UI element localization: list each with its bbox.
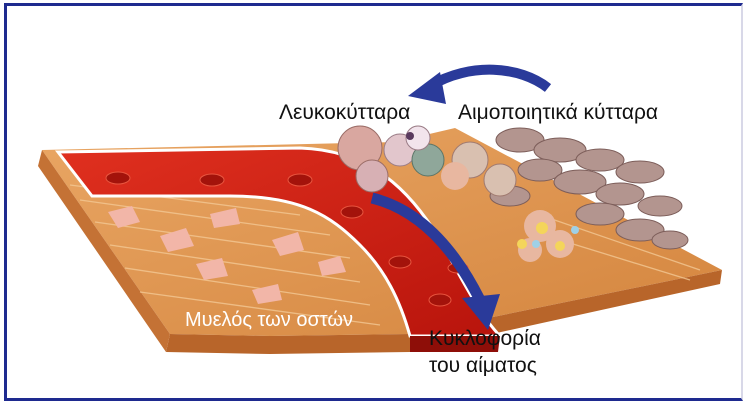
bone-marrow-label: Μυελός των οστών bbox=[185, 310, 353, 330]
blood-circulation-label-line2: του αίματος bbox=[429, 355, 537, 376]
hematopoietic-cells-label: Αιμοποιητικά κύτταρα bbox=[458, 102, 658, 123]
migration-arrowhead bbox=[408, 72, 446, 104]
leukocytes-label: Λευκοκύτταρα bbox=[279, 102, 410, 123]
migration-arrow bbox=[430, 70, 548, 88]
blood-circulation-label-line1: Κυκλοφορία bbox=[429, 328, 541, 349]
